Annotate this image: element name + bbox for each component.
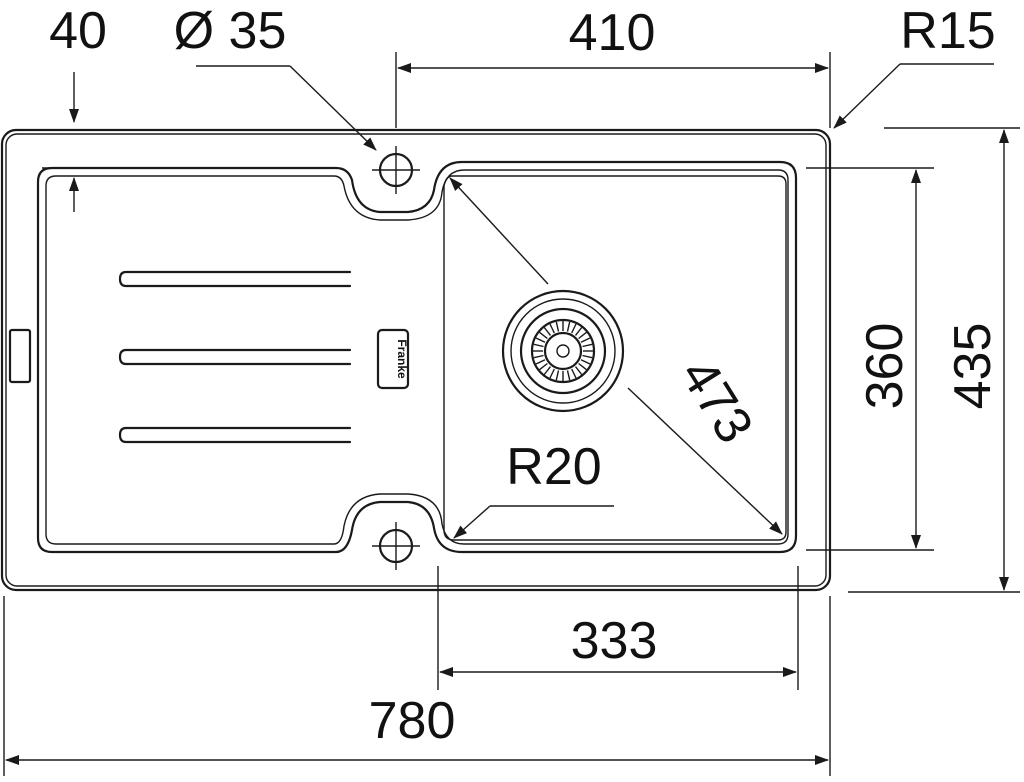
dim-label-410: 410 <box>569 4 656 62</box>
logo-plate: Franke <box>376 328 410 390</box>
dim-bowl-width-top <box>395 52 831 128</box>
strainer-spoke <box>582 354 593 359</box>
strainer-spoke <box>578 331 587 340</box>
strainer-spoke <box>543 327 552 336</box>
strainer-spoke <box>549 323 555 334</box>
sink-outer-outline <box>0 128 832 592</box>
sink-rim-line <box>5 133 827 587</box>
dim-total-depth <box>848 127 1020 593</box>
dim-label-r15: R15 <box>900 2 995 60</box>
dim-tap-hole <box>196 65 377 151</box>
dim-label-360: 360 <box>856 323 914 410</box>
strainer-spoke <box>574 327 583 336</box>
strainer-spoke <box>578 362 587 371</box>
strainer-spoke <box>535 337 546 343</box>
dim-label-r20: R20 <box>506 438 601 496</box>
dim-bowl-depth <box>806 167 934 551</box>
dim-total-width <box>3 596 831 776</box>
strainer-spoke <box>580 359 591 365</box>
strainer-spoke <box>571 368 577 379</box>
strainer-spoke <box>571 323 577 334</box>
strainer-spoke <box>582 343 593 348</box>
strainer-spoke <box>535 359 546 365</box>
drainer-groove-3 <box>118 426 352 444</box>
strainer-spoke <box>580 337 591 343</box>
logo-text: Franke <box>395 339 409 379</box>
overflow-slot <box>8 328 32 384</box>
bowl-inner-outline <box>443 175 787 541</box>
strainer-spoke <box>543 366 552 375</box>
strainer-spoke <box>539 331 548 340</box>
strainer-spoke <box>549 368 555 379</box>
strainer-spoke <box>566 321 571 332</box>
dim-label-780: 780 <box>369 692 456 750</box>
dim-label-40: 40 <box>49 2 107 60</box>
dim-bowl-diagonal <box>449 177 783 535</box>
tap-hole-top <box>372 146 420 194</box>
strainer-spoke <box>566 370 571 381</box>
dim-label-435: 435 <box>944 323 1002 410</box>
dim-corner-radius-bowl <box>453 505 614 539</box>
dim-label-tap-hole: Ø 35 <box>174 2 287 60</box>
drainer-area <box>36 160 798 554</box>
drain-strainer <box>501 289 625 413</box>
strainer-spoke <box>555 370 560 381</box>
strainer-spoke <box>555 321 560 332</box>
drainer-inner-rim <box>45 169 789 545</box>
drainer-groove-1 <box>118 270 352 288</box>
tap-hole-bottom <box>372 522 420 570</box>
dim-bowl-width-bottom <box>437 566 799 690</box>
drainer-groove-2 <box>118 348 352 366</box>
dim-drainer-inset <box>42 72 104 212</box>
strainer-spoke <box>574 366 583 375</box>
dim-label-473: 473 <box>669 349 764 453</box>
dim-label-333: 333 <box>571 612 658 670</box>
dim-corner-radius-outer <box>833 63 994 129</box>
strainer-spoke <box>539 362 548 371</box>
strainer-spoke <box>533 343 544 348</box>
strainer-spoke <box>533 354 544 359</box>
